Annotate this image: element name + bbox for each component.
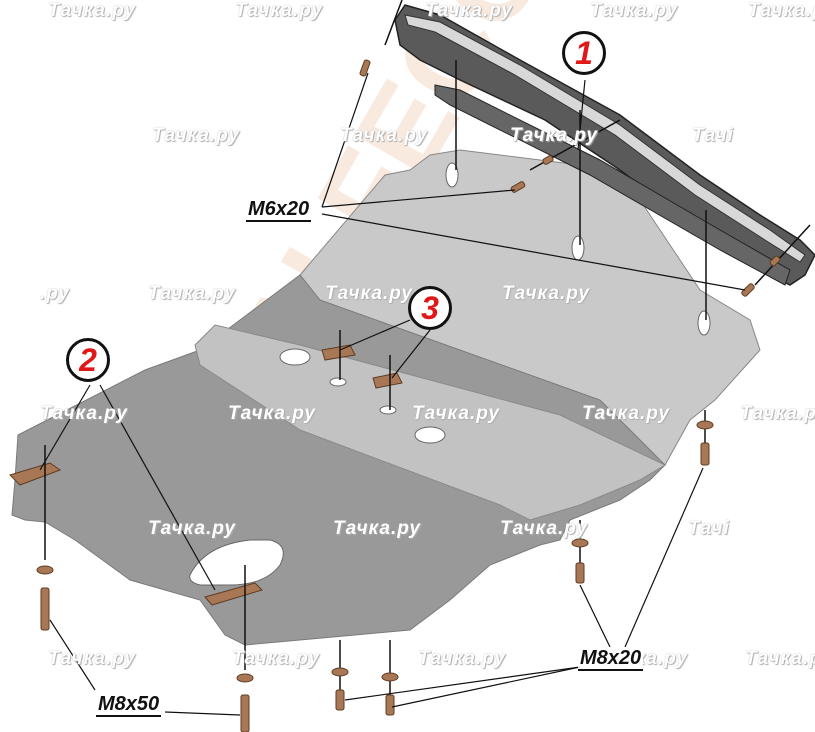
side-rail-guard (394, 4, 815, 286)
bracket (204, 582, 263, 606)
watermark: .ру (40, 283, 70, 304)
slot-hole (697, 310, 711, 336)
watermark: Тачка.ру (340, 125, 428, 146)
hole (379, 405, 397, 415)
watermark: Тачка.ру (590, 0, 678, 21)
callout-1: 1 (562, 31, 606, 75)
label-m6x20: M6x20 (246, 198, 312, 222)
hole (279, 348, 311, 366)
watermark: Тачка.ру (748, 0, 815, 21)
label-m8x20: M8x20 (578, 647, 644, 671)
oval-cutout (189, 539, 284, 586)
watermark: Тачка.ру (40, 403, 128, 424)
watermark: Тачка.ру (48, 0, 136, 21)
callout-3: 3 (408, 286, 452, 330)
watermark: Тачка.ру (500, 518, 588, 539)
watermark: Тачка.ру (510, 125, 598, 146)
bracket (9, 462, 62, 486)
watermark: Тачка.ру (235, 0, 323, 21)
watermark: Тачка.ру (228, 403, 316, 424)
label-m8x50: M8x50 (96, 693, 162, 717)
side-rail-lip (404, 14, 806, 263)
side-rail-bottom (434, 84, 791, 286)
hole (329, 377, 347, 387)
watermark: Тачка.ру (418, 648, 506, 669)
leader-lines (39, 72, 746, 716)
slot-hole (571, 235, 585, 261)
watermark: Тачі (692, 125, 734, 146)
m8-bolts (36, 420, 714, 732)
watermark: Тачка.ру (333, 518, 421, 539)
watermark: Тачка.ру (325, 283, 413, 304)
watermark: Тачі (688, 518, 730, 539)
watermark: Тачка.ру (232, 648, 320, 669)
plate-stripe (194, 324, 667, 521)
bracket (372, 372, 403, 389)
watermark: Тачка.ру (152, 125, 240, 146)
main-plate (11, 274, 666, 646)
watermark: Тачка.ру (745, 648, 815, 669)
watermark: Тачка.ру (148, 283, 236, 304)
watermark: Тачка.ру (582, 403, 670, 424)
slot-hole (445, 162, 459, 188)
watermark: Тачка.ру (412, 403, 500, 424)
callout-2: 2 (66, 338, 110, 382)
watermark: Тачка.ру (148, 518, 236, 539)
watermark: Тачка.ру (425, 0, 513, 21)
watermark: Тачка.ру (740, 403, 815, 424)
watermark: Тачка.ру (502, 283, 590, 304)
hole (414, 426, 446, 444)
watermark: Тачка.ру (48, 648, 136, 669)
